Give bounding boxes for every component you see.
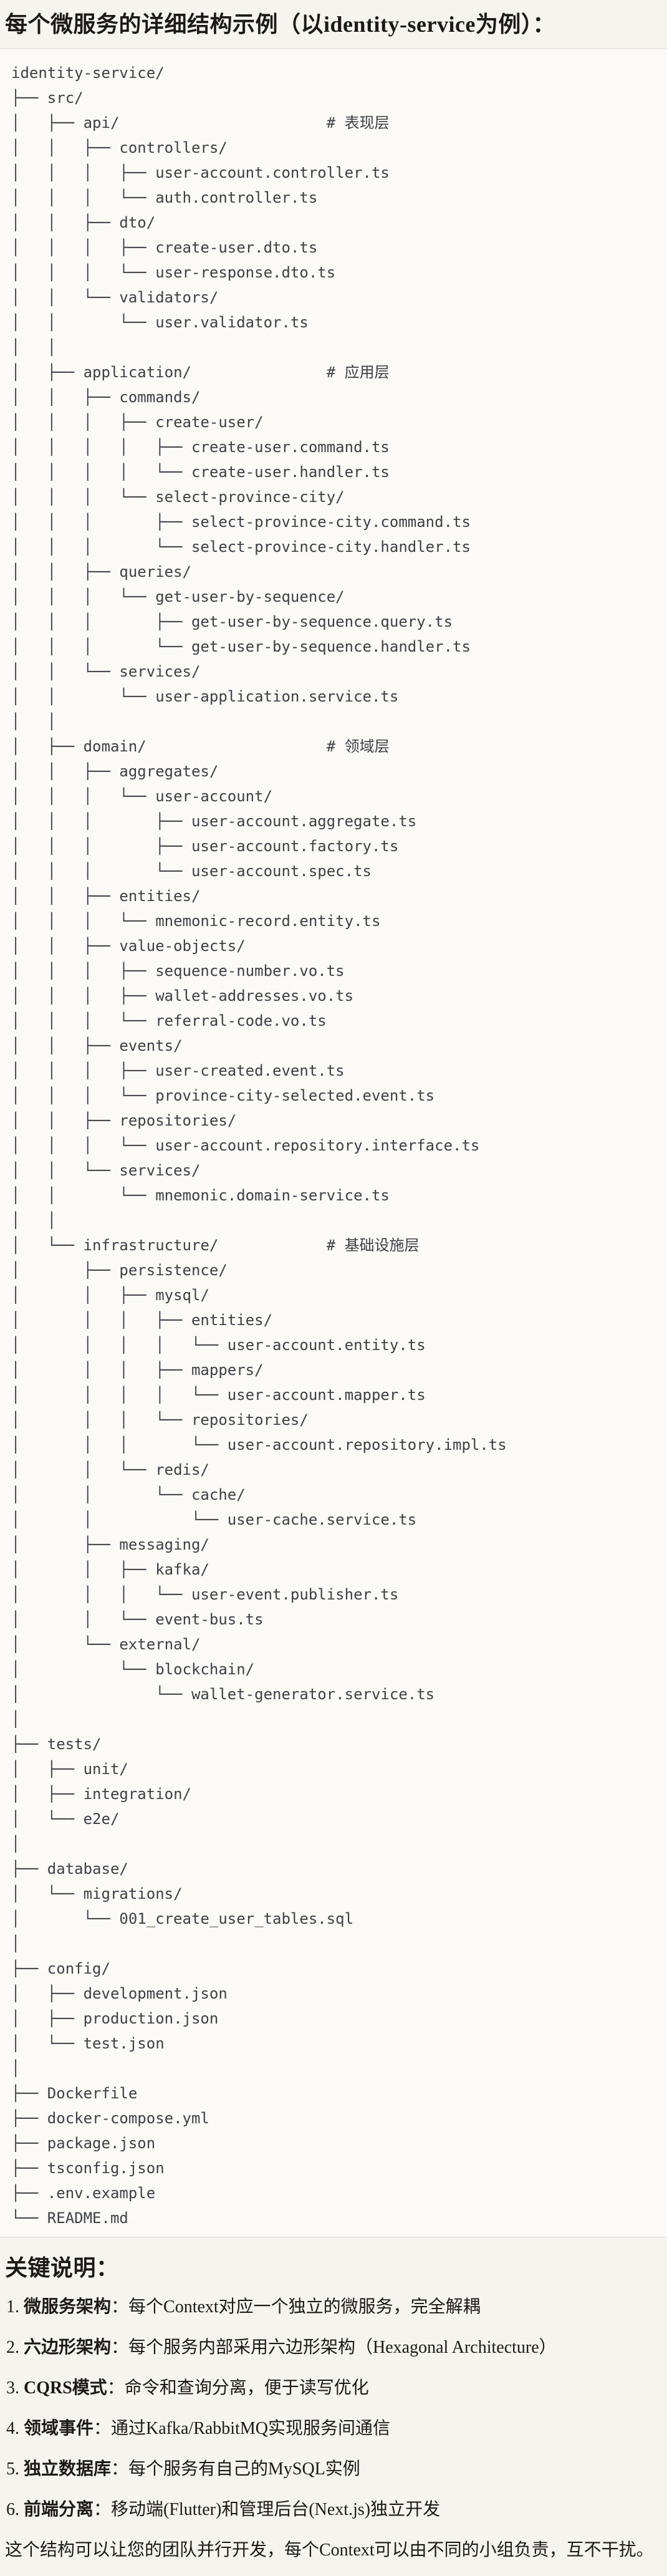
directory-tree: identity-service/ ├── src/ │ ├── api/ # …	[11, 64, 507, 2227]
notes-heading: 关键说明：	[5, 2255, 119, 2280]
item-term: 微服务架构	[24, 2297, 112, 2317]
item-term: 六边形架构	[24, 2338, 112, 2357]
item-desc: ：通过Kafka/RabbitMQ实现服务间通信	[94, 2419, 390, 2438]
item-desc: ：移动端(Flutter)和管理后台(Next.js)独立开发	[94, 2500, 441, 2519]
item-number: 1.	[6, 2297, 19, 2317]
item-term: 领域事件	[24, 2419, 94, 2438]
item-desc: ：每个Context对应一个独立的微服务，完全解耦	[111, 2297, 481, 2317]
item-number: 2.	[6, 2338, 19, 2357]
item-desc: ：每个服务有自己的MySQL实例	[111, 2459, 360, 2479]
notes-section: 关键说明： 1.微服务架构：每个Context对应一个独立的微服务，完全解耦 2…	[0, 2253, 667, 2564]
item-desc: ：每个服务内部采用六边形架构（Hexagonal Architecture）	[111, 2338, 557, 2357]
list-item: 1.微服务架构：每个Context对应一个独立的微服务，完全解耦	[6, 2294, 662, 2320]
list-item: 3.CQRS模式：命令和查询分离，便于读写优化	[6, 2375, 662, 2401]
item-number: 3.	[6, 2378, 19, 2398]
list-item: 4. 领域事件：通过Kafka/RabbitMQ实现服务间通信	[6, 2416, 662, 2442]
page-title: 每个微服务的详细结构示例（以identity-service为例）：	[5, 12, 555, 37]
notes-list: 1.微服务架构：每个Context对应一个独立的微服务，完全解耦 2. 六边形架构…	[5, 2294, 662, 2523]
item-number: 5.	[6, 2459, 19, 2479]
item-term: 独立数据库	[24, 2459, 112, 2479]
code-block: identity-service/ ├── src/ │ ├── api/ # …	[0, 48, 667, 2238]
list-item: 2. 六边形架构：每个服务内部采用六边形架构（Hexagonal Architec…	[6, 2335, 662, 2361]
item-term: 前端分离	[24, 2500, 94, 2519]
item-number: 6.	[6, 2500, 19, 2519]
item-number: 4.	[6, 2419, 19, 2438]
closing-paragraph: 这个结构可以让您的团队并行开发，每个Context可以由不同的小组负责，互不干扰…	[5, 2540, 654, 2560]
list-item: 6. 前端分离：移动端(Flutter)和管理后台(Next.js)独立开发	[6, 2497, 662, 2523]
item-term: CQRS模式	[24, 2378, 107, 2398]
list-item: 5.独立数据库：每个服务有自己的MySQL实例	[6, 2456, 662, 2482]
item-desc: ：命令和查询分离，便于读写优化	[107, 2378, 369, 2398]
chat-message: 每个微服务的详细结构示例（以identity-service为例）： ident…	[0, 9, 667, 2564]
